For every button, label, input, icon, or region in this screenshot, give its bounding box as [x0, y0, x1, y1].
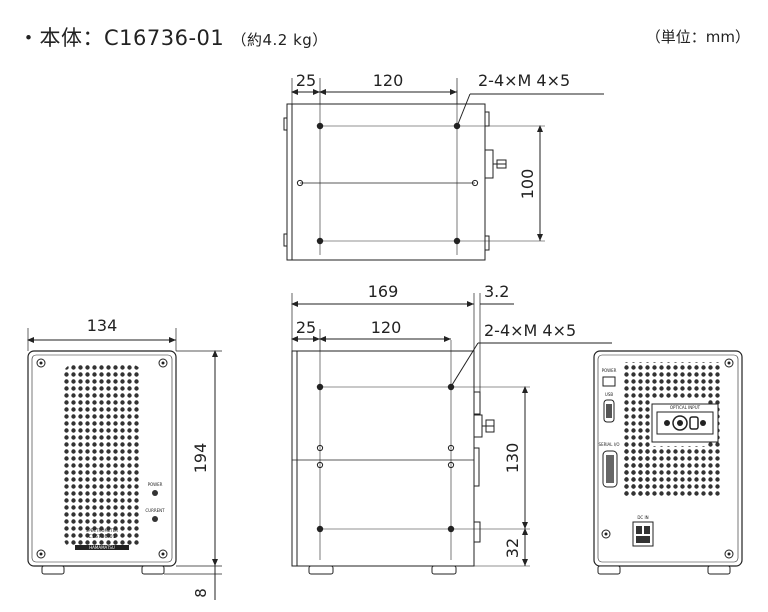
- title-bullet: ・: [18, 26, 40, 50]
- top-hole: [453, 237, 461, 245]
- side-dim-hole-pitch-y: 130: [503, 443, 522, 474]
- page-title: ・本体：C16736-01 （約4.2 kg）: [18, 22, 328, 52]
- side-dim-hole-pitch-x: 120: [371, 318, 402, 337]
- side-screw-callout: 2-4×M 4×5: [484, 321, 576, 340]
- side-hole: [316, 383, 324, 391]
- side-hole: [447, 383, 455, 391]
- rear-vent-top: [624, 362, 720, 398]
- top-hole: [316, 122, 324, 130]
- front-label-model: C16736-01: [88, 534, 116, 540]
- title-body-label: 本体：: [39, 26, 104, 50]
- current-led-icon: [152, 516, 158, 522]
- front-dim-height: 194: [191, 443, 210, 474]
- rear-label-optical: OPTICAL INPUT: [670, 405, 701, 410]
- top-screw-callout: 2-4×M 4×5: [478, 71, 570, 90]
- front-dim-foot: 8: [192, 588, 210, 598]
- top-hole: [316, 237, 324, 245]
- brand-logo: [75, 545, 129, 550]
- side-dim-bottom-offset: 32: [503, 538, 522, 558]
- side-view: [291, 293, 612, 575]
- side-dim-total-length: 169: [368, 282, 399, 301]
- side-dim-connector: 3.2: [484, 282, 509, 301]
- top-dim-left-margin: 25: [296, 71, 316, 90]
- title-weight: （約4.2 kg）: [231, 31, 328, 49]
- rear-view: [593, 350, 743, 575]
- top-hole: [453, 122, 461, 130]
- front-label-power: POWER: [148, 482, 163, 487]
- top-view-body: [286, 103, 486, 261]
- top-view: [283, 78, 604, 261]
- side-hole: [447, 525, 455, 533]
- front-label-current: CURRENT: [145, 508, 165, 513]
- rear-label-serial: SERIAL I/O: [599, 442, 620, 447]
- front-view: [27, 328, 222, 600]
- rear-label-dc: DC IN: [637, 515, 648, 520]
- front-label-brand: HAMAMATSU: [89, 545, 115, 550]
- front-label-product: SPECTROMETER: [86, 528, 119, 533]
- unit-note: （単位：mm）: [645, 28, 750, 46]
- front-dim-width: 134: [87, 316, 118, 335]
- rear-label-power: POWER: [602, 368, 617, 373]
- top-dim-hole-pitch-x: 120: [373, 71, 404, 90]
- side-dim-left-margin: 25: [296, 318, 316, 337]
- power-switch-icon: [602, 376, 616, 387]
- side-hole: [316, 525, 324, 533]
- rear-label-usb: USB: [605, 392, 613, 397]
- side-view-body: [291, 350, 475, 567]
- power-led-icon: [152, 490, 158, 496]
- title-model: C16736-01: [104, 26, 225, 50]
- front-vent-grille: [64, 365, 141, 547]
- top-dim-hole-pitch-y: 100: [518, 169, 537, 200]
